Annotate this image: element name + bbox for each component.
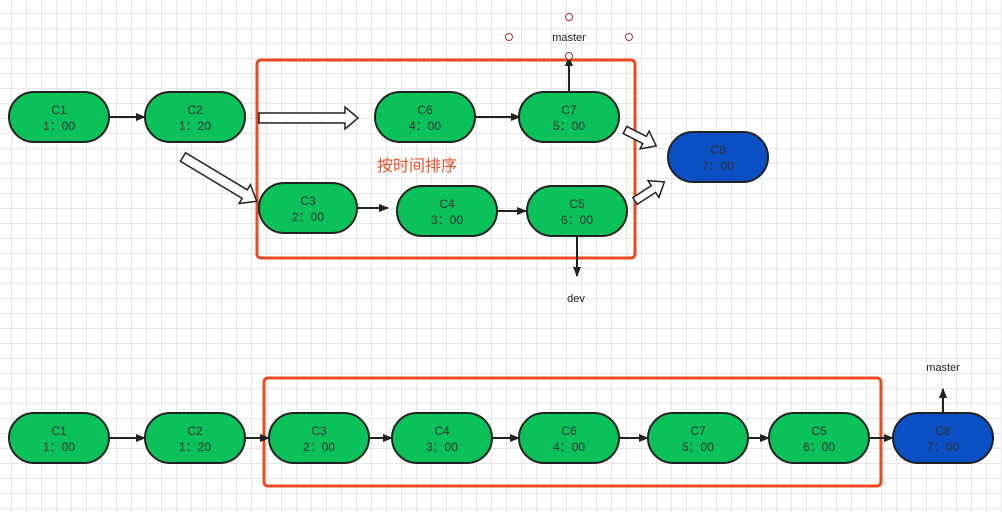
commit-shape bbox=[374, 91, 476, 143]
commit-time: 1：00 bbox=[43, 440, 75, 454]
commit-id: C7 bbox=[690, 424, 706, 438]
commit-node-c8[interactable]: C8 7：00 bbox=[892, 412, 994, 464]
branch-label-master-bottom[interactable]: master bbox=[926, 362, 960, 374]
commit-node-c4[interactable]: C4 3：00 bbox=[396, 185, 498, 237]
commit-node-c2[interactable]: C2 1：20 bbox=[144, 412, 246, 464]
sort-highlight-box bbox=[255, 58, 637, 260]
commit-id: C4 bbox=[439, 197, 455, 211]
commit-time: 5：00 bbox=[553, 119, 585, 133]
selection-handle[interactable] bbox=[565, 13, 573, 21]
commit-shape bbox=[396, 185, 498, 237]
commit-shape bbox=[144, 91, 246, 143]
commit-time: 1：20 bbox=[179, 440, 211, 454]
commit-id: C5 bbox=[811, 424, 827, 438]
commit-node-c3[interactable]: C3 2：00 bbox=[268, 412, 370, 464]
commit-id: C1 bbox=[51, 424, 67, 438]
commit-shape bbox=[8, 91, 110, 143]
commit-id: C5 bbox=[569, 197, 585, 211]
commit-shape bbox=[768, 412, 870, 464]
block-arrow-c7-c8 bbox=[622, 125, 658, 150]
commit-shape bbox=[391, 412, 493, 464]
commit-node-c4[interactable]: C4 3：00 bbox=[391, 412, 493, 464]
commit-shape bbox=[258, 182, 358, 234]
commit-id: C2 bbox=[187, 103, 203, 117]
block-arrow-c2-c6 bbox=[258, 105, 360, 131]
block-arrow-c2-c3 bbox=[179, 151, 258, 205]
commit-id: C6 bbox=[417, 103, 433, 117]
commit-node-c5[interactable]: C5 6：00 bbox=[526, 185, 628, 237]
commit-time: 7：00 bbox=[702, 159, 734, 173]
commit-time: 7：00 bbox=[927, 440, 959, 454]
selection-handle[interactable] bbox=[565, 52, 573, 60]
block-arrow-c5-c8 bbox=[631, 179, 666, 206]
commit-time: 6：00 bbox=[561, 213, 593, 227]
commit-shape bbox=[518, 412, 620, 464]
commit-node-c2[interactable]: C2 1：20 bbox=[144, 91, 246, 143]
commit-id: C4 bbox=[434, 424, 450, 438]
commit-time: 5：00 bbox=[682, 440, 714, 454]
commit-shape bbox=[144, 412, 246, 464]
selection-handle[interactable] bbox=[625, 33, 633, 41]
commit-node-c6[interactable]: C6 4：00 bbox=[518, 412, 620, 464]
commit-shape bbox=[526, 185, 628, 237]
commit-shape bbox=[518, 91, 620, 143]
commit-time: 3：00 bbox=[431, 213, 463, 227]
commit-shape bbox=[667, 131, 769, 183]
rebased-highlight-box bbox=[262, 376, 883, 488]
commit-shape bbox=[268, 412, 370, 464]
commit-node-c7[interactable]: C7 5：00 bbox=[518, 91, 620, 143]
commit-time: 6：00 bbox=[803, 440, 835, 454]
commit-id: C6 bbox=[561, 424, 577, 438]
commit-node-c7[interactable]: C7 5：00 bbox=[647, 412, 749, 464]
commit-id: C8 bbox=[710, 143, 726, 157]
commit-time: 2：00 bbox=[303, 440, 335, 454]
commit-time: 4：00 bbox=[553, 440, 585, 454]
commit-node-c5[interactable]: C5 6：00 bbox=[768, 412, 870, 464]
bottom-diagram: master C1 1：00 C2 1：20 C3 2：00 C4 3：00 C6 4：00 C7 5… bbox=[8, 362, 994, 488]
commit-time: 1：00 bbox=[43, 119, 75, 133]
commit-id: C1 bbox=[51, 103, 67, 117]
commit-time: 1：20 bbox=[179, 119, 211, 133]
branch-label-master-top[interactable]: master bbox=[552, 32, 586, 44]
commit-node-c1[interactable]: C1 1：00 bbox=[8, 412, 110, 464]
commit-id: C3 bbox=[311, 424, 327, 438]
commit-id: C3 bbox=[300, 194, 316, 208]
commit-time: 2：00 bbox=[292, 210, 324, 224]
top-diagram: master dev 按时间排序 C1 1：00 C2 1：20 C6 4：00 C7 5：0… bbox=[8, 13, 769, 305]
commit-time: 3：00 bbox=[426, 440, 458, 454]
commit-shape bbox=[892, 412, 994, 464]
commit-id: C7 bbox=[561, 103, 577, 117]
commit-id: C8 bbox=[935, 424, 951, 438]
commit-node-c3[interactable]: C3 2：00 bbox=[258, 182, 358, 234]
commit-node-c6[interactable]: C6 4：00 bbox=[374, 91, 476, 143]
commit-shape bbox=[647, 412, 749, 464]
commit-node-c8[interactable]: C8 7：00 bbox=[667, 131, 769, 183]
commit-time: 4：00 bbox=[409, 119, 441, 133]
commit-id: C2 bbox=[187, 424, 203, 438]
commit-node-c1[interactable]: C1 1：00 bbox=[8, 91, 110, 143]
sort-annotation: 按时间排序 bbox=[377, 156, 457, 175]
commit-shape bbox=[8, 412, 110, 464]
branch-label-dev[interactable]: dev bbox=[567, 293, 585, 305]
selection-handle[interactable] bbox=[505, 33, 513, 41]
